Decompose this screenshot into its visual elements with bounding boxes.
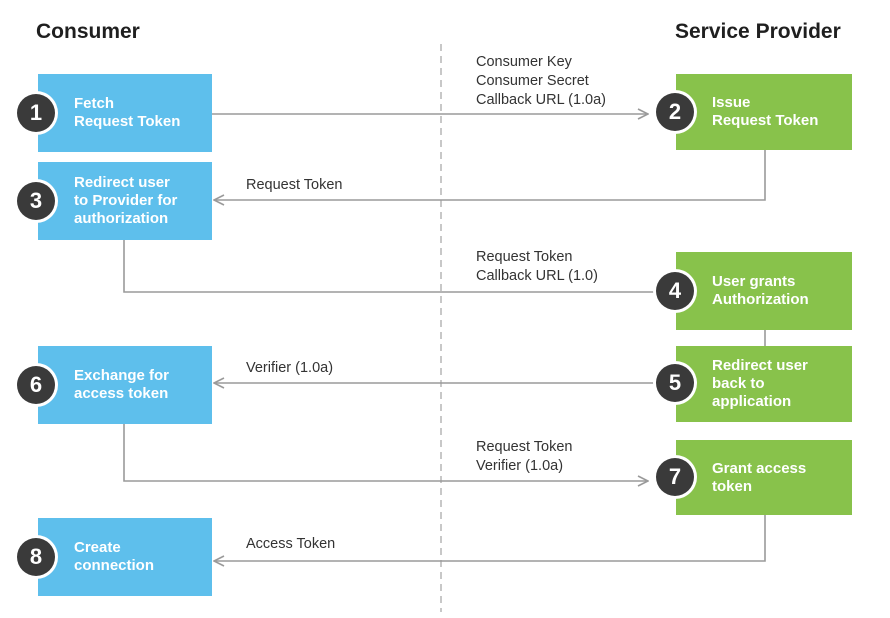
step-6-badge: 6 <box>17 366 55 404</box>
consumer-heading: Consumer <box>36 20 140 43</box>
message-label-access-token: Access Token <box>246 536 336 552</box>
step-1-badge: 1 <box>17 94 55 132</box>
step-1-box: Fetch Request Token <box>38 74 212 152</box>
step-5-badge: 5 <box>656 364 694 402</box>
message-label-consumer-credentials: Consumer Key Consumer Secret Callback UR… <box>476 54 607 108</box>
arrow-6-to-7 <box>123 424 648 481</box>
step-5-box: Redirect user back to application <box>676 346 852 422</box>
step-6-box: Exchange for access token <box>38 346 212 424</box>
step-2-box: Issue Request Token <box>676 74 852 150</box>
step-3-box: Redirect user to Provider for authorizat… <box>38 162 212 240</box>
message-label-verifier: Verifier (1.0a) <box>246 360 334 376</box>
message-label-request-token-callback: Request Token Callback URL (1.0) <box>476 249 598 284</box>
message-label-request-token-verifier: Request Token Verifier (1.0a) <box>476 439 573 474</box>
provider-heading: Service Provider <box>675 20 841 43</box>
step-8-badge: 8 <box>17 538 55 576</box>
step-3-badge: 3 <box>17 182 55 220</box>
step-7-box: Grant access token <box>676 440 852 515</box>
step-7-badge: 7 <box>656 458 694 496</box>
step-2-badge: 2 <box>656 93 694 131</box>
arrow-3-to-4 <box>123 240 662 293</box>
message-label-request-token: Request Token <box>246 177 343 193</box>
step-4-box: User grants Authorization <box>676 252 852 330</box>
arrow-7-to-8 <box>214 515 766 561</box>
step-4-badge: 4 <box>656 272 694 310</box>
arrow-2-to-3 <box>214 150 766 200</box>
step-8-box: Create connection <box>38 518 212 596</box>
